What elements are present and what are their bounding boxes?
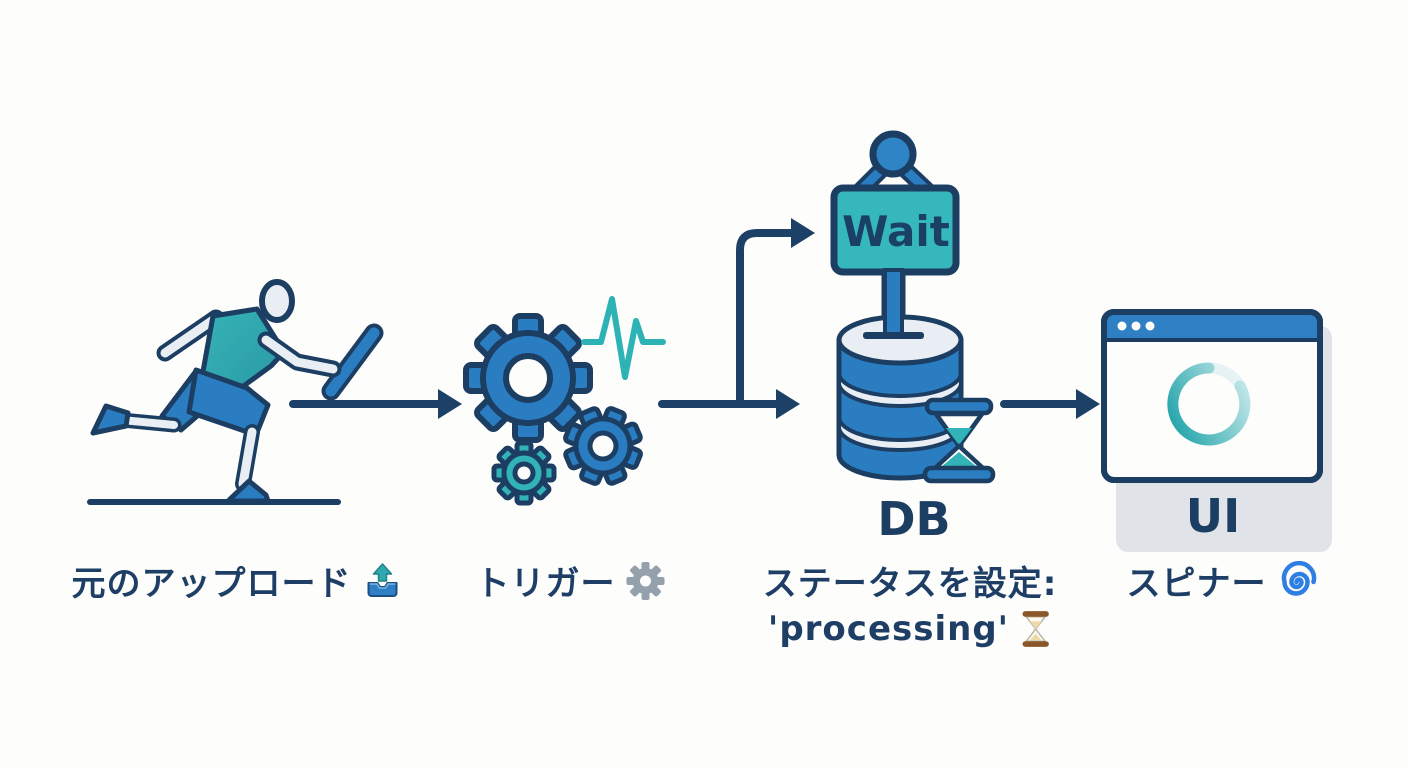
caption-set-status: ステータスを設定: 'processing' — [763, 556, 1058, 649]
hourglass-icon — [1022, 611, 1050, 647]
caption-set-status-line1: ステータスを設定: — [762, 564, 1058, 604]
caption-trigger: トリガー — [476, 556, 665, 605]
arrow-db-to-ui — [1000, 389, 1100, 419]
db-hourglass — [922, 397, 996, 484]
db-node-label: DB — [877, 492, 950, 546]
upload-tray-icon — [367, 562, 398, 597]
post-slot — [863, 332, 924, 339]
database: DB — [836, 268, 996, 546]
ui-node-label: UI — [1186, 489, 1240, 543]
arrow-branch-to-wait — [736, 218, 815, 408]
window-dots — [1117, 321, 1155, 331]
arrow-runner-to-trigger — [289, 389, 462, 419]
caption-original-upload: 元のアップロード — [72, 556, 403, 605]
trigger-gears — [463, 296, 666, 506]
title-bar — [1104, 312, 1320, 340]
runner-figure — [87, 279, 384, 505]
cyclone-icon — [1281, 560, 1317, 596]
rear-shoe — [90, 403, 131, 436]
medium-gear — [563, 406, 643, 486]
pulse-line — [581, 296, 666, 380]
baton — [325, 327, 380, 397]
small-gear — [491, 440, 557, 506]
loading-spinner — [1167, 362, 1251, 446]
gear-icon — [626, 561, 665, 600]
caption-original-upload-text: 元のアップロード — [71, 564, 352, 604]
arrow-trigger-to-db — [658, 389, 800, 419]
caption-set-status-line2: 'processing' — [767, 609, 1010, 649]
browser-window: UI — [1101, 309, 1332, 552]
sign-knob — [869, 130, 917, 178]
large-gear — [463, 313, 593, 443]
wait-sign-label: Wait — [842, 207, 950, 256]
front-shoe — [226, 478, 271, 504]
caption-trigger-text: トリガー — [475, 564, 616, 604]
caption-spinner-text: スピナー — [1126, 564, 1267, 604]
runner-head — [259, 279, 295, 323]
caption-spinner: スピナー — [1127, 556, 1318, 605]
